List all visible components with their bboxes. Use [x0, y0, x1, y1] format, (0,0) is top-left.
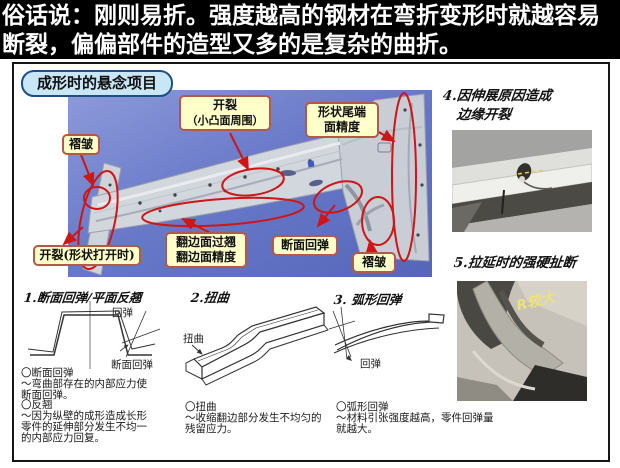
label-text: 褶皱	[68, 137, 93, 151]
arc-springback-diagram	[328, 306, 445, 361]
diagram3-label: 回弹	[360, 358, 381, 370]
label-wrinkle-right: 褶皱	[352, 252, 396, 273]
label-text: 褶皱	[361, 255, 386, 269]
heading-item4-line1: 4.因伸展原因造成	[442, 88, 553, 104]
panel-title: 成形时的悬念项目	[36, 75, 157, 92]
section1-body: 〇断面回弹 ～弯曲部存在的内部应力使断面回弹。 〇反翘 ～因为纵壁的成形造成长形…	[21, 368, 149, 444]
label-text: 翻边面过翘	[175, 235, 236, 249]
body-head: 〇反翘	[21, 399, 53, 412]
body-head: 〇扭曲	[185, 401, 217, 413]
label-crack-open: 开裂(形状打开时)	[33, 245, 141, 266]
label-text: 形状尾端	[317, 105, 366, 119]
defect-ellipses	[77, 92, 417, 271]
draw-tear-photo	[457, 281, 587, 401]
diagram1-label-bottom: 断面回弹	[111, 359, 153, 371]
section3-body: 〇弧形回弹 ～材料引张强度越高，零件回弹量就越大。	[336, 402, 498, 434]
body-head: 〇弧形回弹	[336, 401, 389, 413]
label-text: 开裂(形状打开时)	[39, 248, 135, 262]
body-head: 〇断面回弹	[21, 367, 74, 379]
label-crack-top: 开裂 （小凸面周围）	[179, 95, 271, 131]
label-wrinkle-left: 褶皱	[62, 134, 100, 155]
label-section-springback: 断面回弹	[272, 235, 338, 256]
label-shape-tail: 形状尾端 面精度	[305, 102, 379, 138]
body-text: ～收缩翻边部分发生不均匀的残留应力。	[185, 411, 322, 435]
body-text: ～弯曲部存在的内部应力使断面回弹。	[21, 377, 147, 401]
twist-diagram	[185, 306, 329, 386]
label-text: （小凸面周围）	[186, 114, 264, 127]
section3-title: 3. 弧形回弹	[333, 292, 403, 307]
heading-item5: 5.拉延时的强硬扯断	[453, 255, 577, 271]
label-flange: 翻边面过翘 翻边面精度	[165, 232, 247, 268]
label-text: 开裂	[212, 98, 237, 112]
label-text: 面精度	[323, 120, 360, 134]
body-text: ～材料引张强度越高，零件回弹量就越大。	[336, 411, 494, 435]
label-text: 翻边面精度	[175, 250, 236, 264]
hat-section-diagram	[27, 301, 161, 369]
caption-banner: 俗话说：刚则易折。强度越高的钢材在弯折变形时就越容易断裂，偏偏部件的造型又多的是…	[0, 0, 620, 59]
diagram2-label: 扭曲	[183, 333, 204, 345]
diagram1-label-top: 回弹	[112, 307, 133, 319]
body-text: ～因为纵壁的成形造成长形零件的延伸部分发生不均一的内部应力回复。	[21, 410, 147, 444]
edge-crack-photo	[452, 130, 592, 232]
section2-body: 〇扭曲 ～收缩翻边部分发生不均匀的残留应力。	[185, 402, 325, 434]
heading-item4-line2: 边缘开裂	[456, 107, 512, 123]
label-text: 断面回弹	[280, 238, 329, 252]
section2-title: 2.扭曲	[190, 290, 230, 305]
section1-title: 1.断面回弹/平面反翘	[23, 290, 143, 305]
caption-text: 俗话说：刚则易折。强度越高的钢材在弯折变形时就越容易断裂，偏偏部件的造型又多的是…	[2, 2, 600, 57]
panel-title-bubble: 成形时的悬念项目	[21, 70, 173, 97]
